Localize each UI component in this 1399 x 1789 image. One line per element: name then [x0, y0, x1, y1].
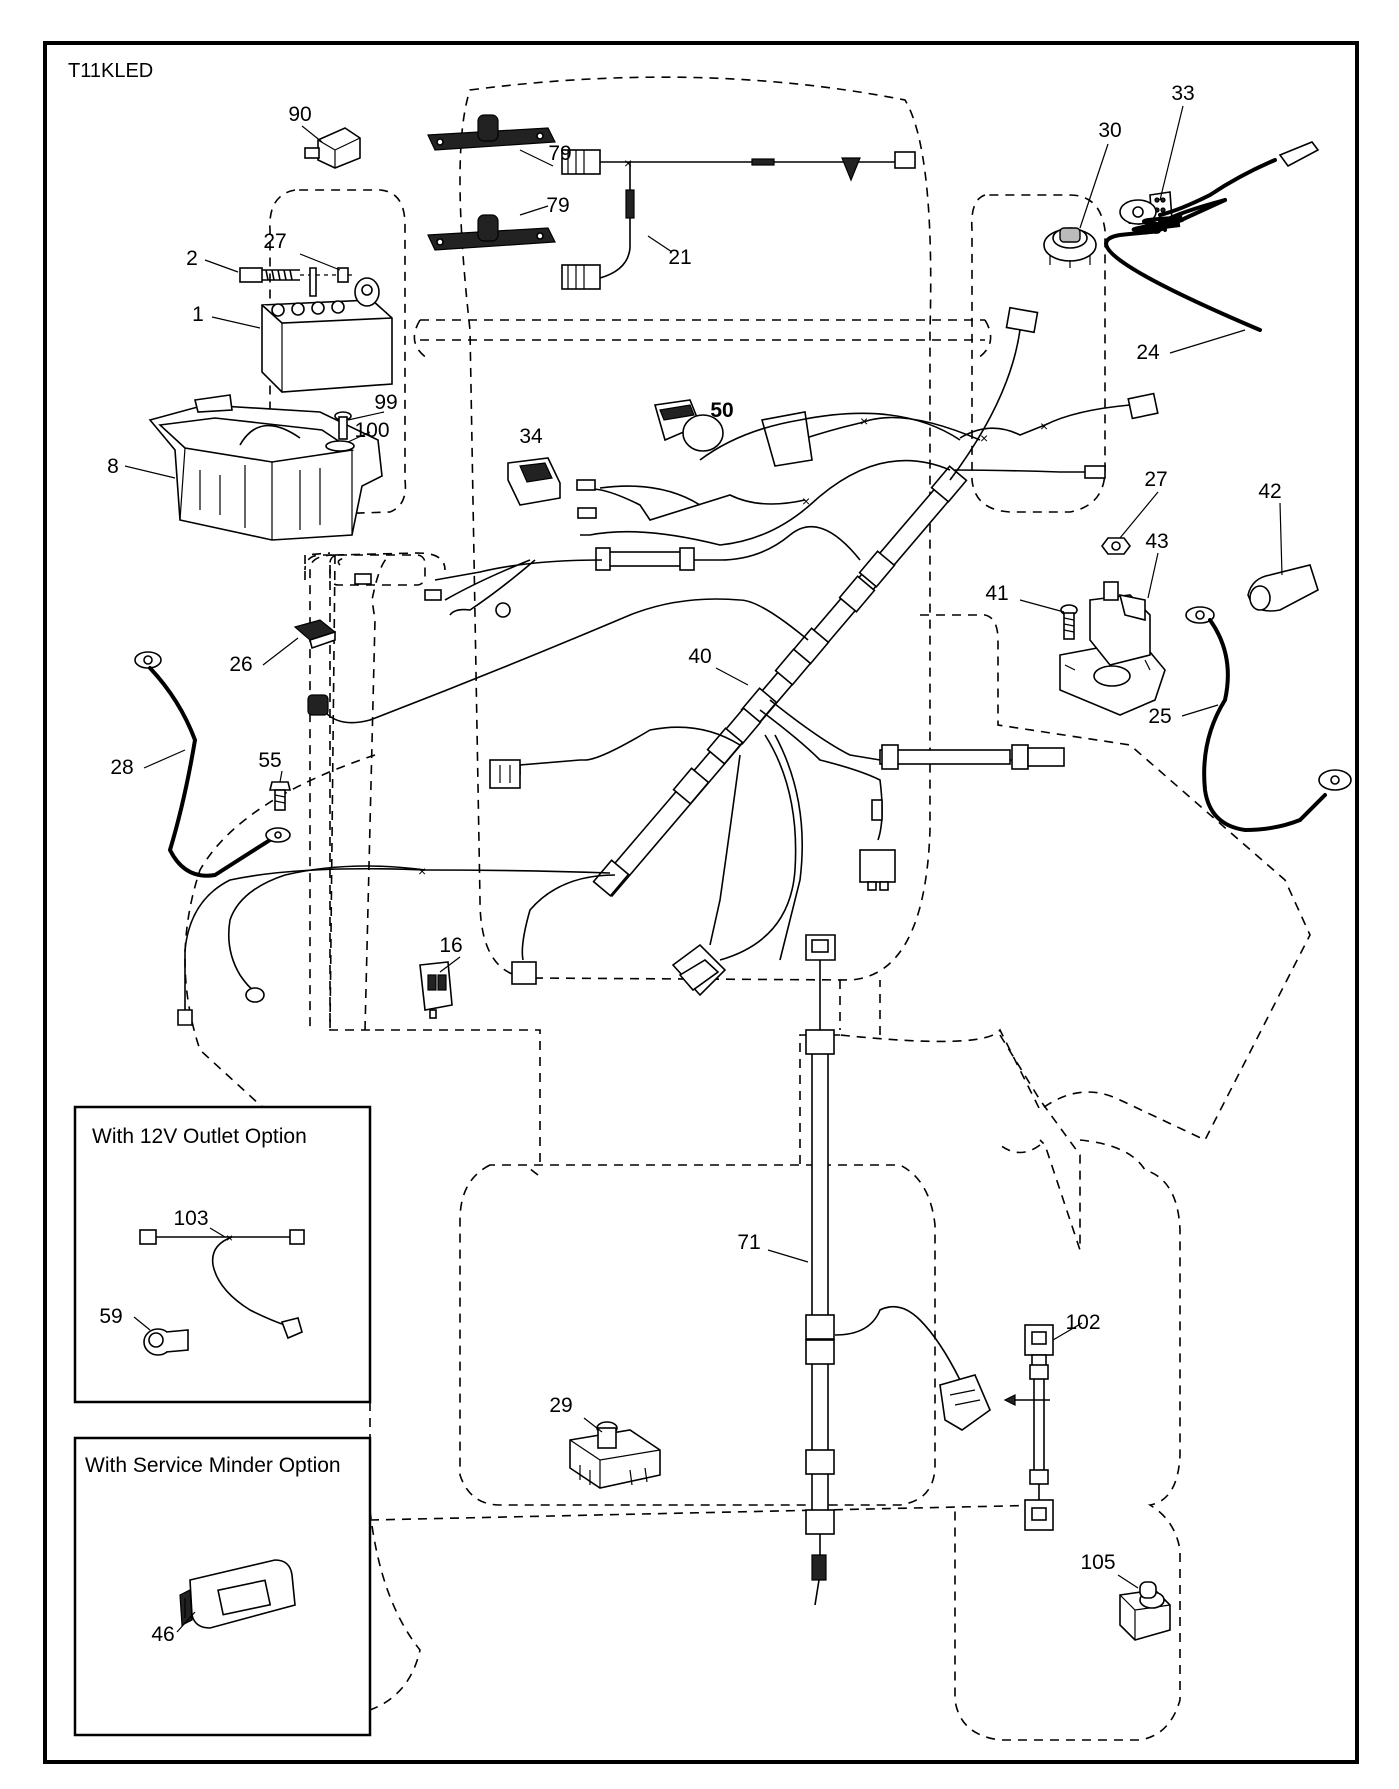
switch-29 — [569, 1421, 661, 1489]
ground-cable-28 — [134, 651, 291, 878]
callout-c27b: 27 — [1144, 468, 1167, 491]
svg-text:×: × — [418, 863, 426, 879]
ground-bolt-55 — [268, 781, 292, 811]
callout-c50: 50 — [710, 399, 733, 422]
callout-leaders — [124, 105, 1283, 1633]
callout-c71: 71 — [737, 1231, 760, 1254]
callout-c105: 105 — [1080, 1551, 1115, 1574]
inset-service-minder: With Service Minder Option — [73, 1436, 372, 1737]
fuse-26 — [293, 619, 337, 650]
switch-34 — [507, 457, 561, 506]
battery-cable-24 — [1104, 141, 1320, 332]
outlet-harness-103: × — [139, 1229, 305, 1340]
callout-c25: 25 — [1148, 705, 1171, 728]
battery-hold-bolt — [325, 411, 355, 452]
callout-c46: 46 — [151, 1623, 174, 1646]
svg-text:×: × — [624, 155, 632, 171]
inset-12v-outlet: With 12V Outlet Option × — [73, 1105, 372, 1404]
callout-c100: 100 — [354, 419, 389, 442]
switch-50 — [653, 399, 724, 452]
inset-minder-title: With Service Minder Option — [85, 1454, 341, 1477]
callout-c40: 40 — [688, 645, 711, 668]
svg-text:×: × — [860, 413, 868, 429]
solenoid-bolt-41 — [1060, 604, 1078, 640]
relay-105 — [1119, 1581, 1171, 1641]
diagram-id: T11KLED — [68, 60, 153, 82]
callout-c1: 1 — [192, 303, 204, 326]
callout-c27a: 27 — [263, 230, 286, 253]
headlight-79-lower — [427, 214, 556, 251]
callout-c79a: 79 — [548, 142, 571, 165]
callout-c79b: 79 — [546, 194, 569, 217]
callout-c21: 21 — [668, 246, 691, 269]
battery — [261, 267, 393, 393]
callout-c33: 33 — [1171, 82, 1194, 105]
callout-c24: 24 — [1136, 341, 1160, 364]
battery-group — [148, 267, 393, 541]
light-harness-21: × — [561, 149, 916, 290]
callout-c16: 16 — [439, 934, 462, 957]
svg-text:×: × — [980, 430, 988, 446]
callout-c99: 99 — [374, 391, 397, 414]
callout-c30: 30 — [1098, 119, 1121, 142]
solenoid-nut-27 — [1101, 537, 1131, 555]
harness-71 — [805, 934, 991, 1606]
service-minder-46 — [179, 1559, 296, 1629]
callout-c59: 59 — [99, 1305, 122, 1328]
callout-c90: 90 — [288, 103, 311, 126]
solenoid-43 — [1059, 581, 1166, 716]
callout-c43: 43 — [1145, 530, 1168, 553]
battery-bolt — [239, 267, 352, 283]
callout-c34: 34 — [519, 425, 543, 448]
terminal-boot-42 — [1247, 564, 1319, 612]
cable-25 — [1185, 606, 1352, 833]
callout-labels: 90 79 79 21 30 33 2 27 1 24 99 100 50 34 8 27 42 43 41 26 40… — [99, 82, 1281, 1646]
callout-c26: 26 — [229, 653, 252, 676]
callout-c8: 8 — [107, 455, 119, 478]
diagram-frame — [43, 41, 1359, 1764]
callout-c28: 28 — [110, 756, 133, 779]
inset-outlet-title: With 12V Outlet Option — [92, 1125, 307, 1148]
ignition-switch-30 — [1043, 227, 1097, 268]
switch-16 — [419, 961, 453, 1019]
battery-tray — [148, 394, 383, 541]
svg-text:×: × — [1040, 418, 1048, 434]
battery-cable-24-loop — [1131, 217, 1184, 232]
harness-102 — [1003, 1324, 1054, 1531]
callout-c41: 41 — [985, 582, 1008, 605]
callout-c55: 55 — [258, 749, 281, 772]
callout-c29: 29 — [549, 1394, 572, 1417]
svg-text:×: × — [802, 493, 810, 509]
callout-c2: 2 — [186, 247, 198, 270]
callout-c42: 42 — [1258, 480, 1281, 503]
callout-c103: 103 — [173, 1207, 208, 1230]
outlet-socket-59 — [143, 1328, 189, 1356]
main-harness-40: × × × × — [177, 306, 1159, 1026]
headlight-79-upper — [427, 114, 556, 151]
connector-90 — [304, 127, 361, 169]
callout-c102: 102 — [1065, 1311, 1100, 1334]
